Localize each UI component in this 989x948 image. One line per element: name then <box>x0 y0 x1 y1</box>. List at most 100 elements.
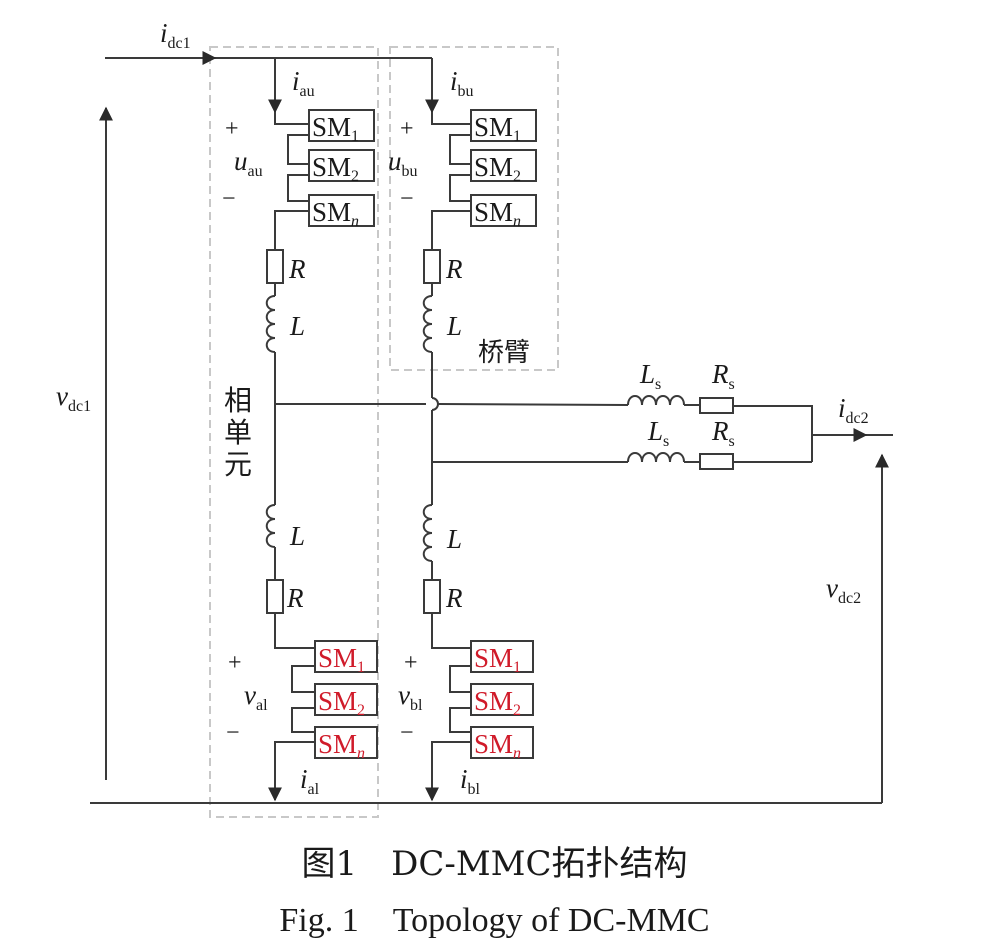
label-phase-unit-3: 元 <box>224 448 252 481</box>
label-l-a-upper: L <box>289 311 305 341</box>
sm-box-b-lower-2 <box>470 683 534 716</box>
phase-b-upper-submodules: SM1 SM2 SMn <box>470 109 537 230</box>
phase-a-upper-submodules: SM1 SM2 SMn <box>308 109 375 230</box>
sm-box-a-upper-2 <box>308 149 375 182</box>
sm-label-a-lower-2: SM2 <box>318 686 365 719</box>
figure-caption-en: Fig. 1 Topology of DC-MMC <box>279 902 710 939</box>
label-r-a-upper: R <box>288 254 306 284</box>
label-vdc1: vdc1 <box>56 381 91 415</box>
phase-b-upper-resistor <box>423 249 441 284</box>
phase-a-lower-entry <box>274 613 315 649</box>
minus-val: − <box>226 720 240 746</box>
label-idc2: idc2 <box>838 393 869 427</box>
phase-a-leg <box>265 58 315 802</box>
sm-box-a-lower-n <box>314 726 378 759</box>
label-val: val <box>244 680 268 714</box>
sm-label-a-upper-n: SMn <box>312 197 359 230</box>
figure-caption-cn: 图1 DC-MMC拓扑结构 <box>301 844 688 884</box>
phase-b-lower-inductor <box>422 504 433 562</box>
sm-box-b-upper-1 <box>470 109 537 142</box>
sm-label-b-lower-2: SM2 <box>474 686 521 719</box>
label-rs-2: Rs <box>711 416 735 450</box>
phase-a-sm-link-1 <box>287 134 309 165</box>
phase-a-upper-exit <box>274 210 309 250</box>
branch-1-wire-b <box>437 403 629 406</box>
sm-label-a-lower-1: SM1 <box>318 643 365 676</box>
ibl-arrow <box>425 741 471 802</box>
phase-b-leg <box>422 58 471 802</box>
label-ial: ial <box>300 764 320 798</box>
branch-2-rs-resistor <box>699 453 734 470</box>
sm-label-b-upper-1: SM1 <box>474 112 521 145</box>
plus-vbl: + <box>404 650 418 676</box>
phase-a-lower-inductor <box>265 504 276 548</box>
phase-b-sm-link-1 <box>449 134 471 165</box>
label-ls-2: Ls <box>647 416 669 450</box>
sm-label-b-upper-2: SM2 <box>474 152 521 185</box>
output-branches <box>275 395 893 470</box>
dc-mmc-topology-diagram: SM1 SM2 SMn SM1 SM2 SMn SM1 SM2 SMn SM1 … <box>56 18 893 818</box>
sm-box-a-upper-1 <box>308 109 375 142</box>
label-bridge-arm: 桥臂 <box>478 338 530 368</box>
phase-b-lower-entry <box>431 613 471 649</box>
phase-a-lower-resistor <box>266 579 284 614</box>
label-ibl: ibl <box>460 764 481 798</box>
label-l-a-lower: L <box>289 521 305 551</box>
label-r-a-lower: R <box>286 583 304 613</box>
wire-crossover-hump <box>431 397 439 411</box>
branch-2-ls-inductor <box>627 452 685 463</box>
sm-box-b-lower-n <box>470 726 534 759</box>
minus-vbl: − <box>400 720 414 746</box>
label-r-b-lower: R <box>445 583 463 613</box>
label-uau: uau <box>234 146 263 180</box>
branch-1-wire-d <box>733 405 813 462</box>
sm-label-a-upper-2: SM2 <box>312 152 359 185</box>
label-vdc2: vdc2 <box>826 573 861 607</box>
phase-b-lower-link-1 <box>449 665 471 693</box>
sm-box-b-lower-1 <box>470 640 534 673</box>
branch-1-ls-inductor <box>627 395 685 406</box>
sm-label-b-upper-n: SMn <box>474 197 521 230</box>
sm-label-b-lower-1: SM1 <box>474 643 521 676</box>
plus-uau: + <box>225 116 239 142</box>
label-ls-1: Ls <box>639 359 661 393</box>
phase-a-upper-inductor <box>265 295 276 353</box>
label-iau: iau <box>292 66 315 100</box>
label-ubu: ubu <box>388 146 418 180</box>
phase-b-lower-link-2 <box>449 707 471 733</box>
bridge-arm-dashed-box <box>389 46 559 371</box>
phase-a-lower-submodules: SM1 SM2 SMn <box>314 640 378 762</box>
plus-val: + <box>228 650 242 676</box>
label-rs-1: Rs <box>711 359 735 393</box>
label-phase-unit-2: 单 <box>224 416 252 449</box>
sm-box-b-upper-n <box>470 194 537 227</box>
label-l-b-upper: L <box>446 311 462 341</box>
minus-uau: − <box>222 186 236 212</box>
phase-a-lower-link-2 <box>291 707 315 733</box>
phase-a-lower-link-1 <box>291 665 315 693</box>
phase-a-upper-resistor <box>266 249 284 284</box>
plus-ubu: + <box>400 116 414 142</box>
sm-label-a-upper-1: SM1 <box>312 112 359 145</box>
label-l-b-lower: L <box>446 524 462 554</box>
phase-b-sm-link-2 <box>449 174 471 202</box>
phase-b-lower-resistor <box>423 579 441 614</box>
sm-label-b-lower-n: SMn <box>474 729 521 762</box>
label-ibu: ibu <box>450 66 474 100</box>
phase-b-upper-entry <box>431 112 471 125</box>
sm-label-a-lower-n: SMn <box>318 729 365 762</box>
phase-b-lower-submodules: SM1 SM2 SMn <box>470 640 534 762</box>
sm-box-b-upper-2 <box>470 149 537 182</box>
phase-unit-dashed-box <box>209 46 379 818</box>
branch-1-rs-resistor <box>699 397 734 414</box>
sm-box-a-lower-1 <box>314 640 378 673</box>
label-idc1: idc1 <box>160 18 191 52</box>
ial-arrow <box>268 741 315 802</box>
sm-box-a-lower-2 <box>314 683 378 716</box>
label-vbl: vbl <box>398 680 423 714</box>
label-phase-unit-1: 相 <box>224 384 252 417</box>
phase-a-upper-entry <box>274 112 309 125</box>
phase-b-upper-exit <box>431 210 471 250</box>
phase-a-sm-link-2 <box>287 174 309 202</box>
phase-b-upper-inductor <box>422 295 433 353</box>
